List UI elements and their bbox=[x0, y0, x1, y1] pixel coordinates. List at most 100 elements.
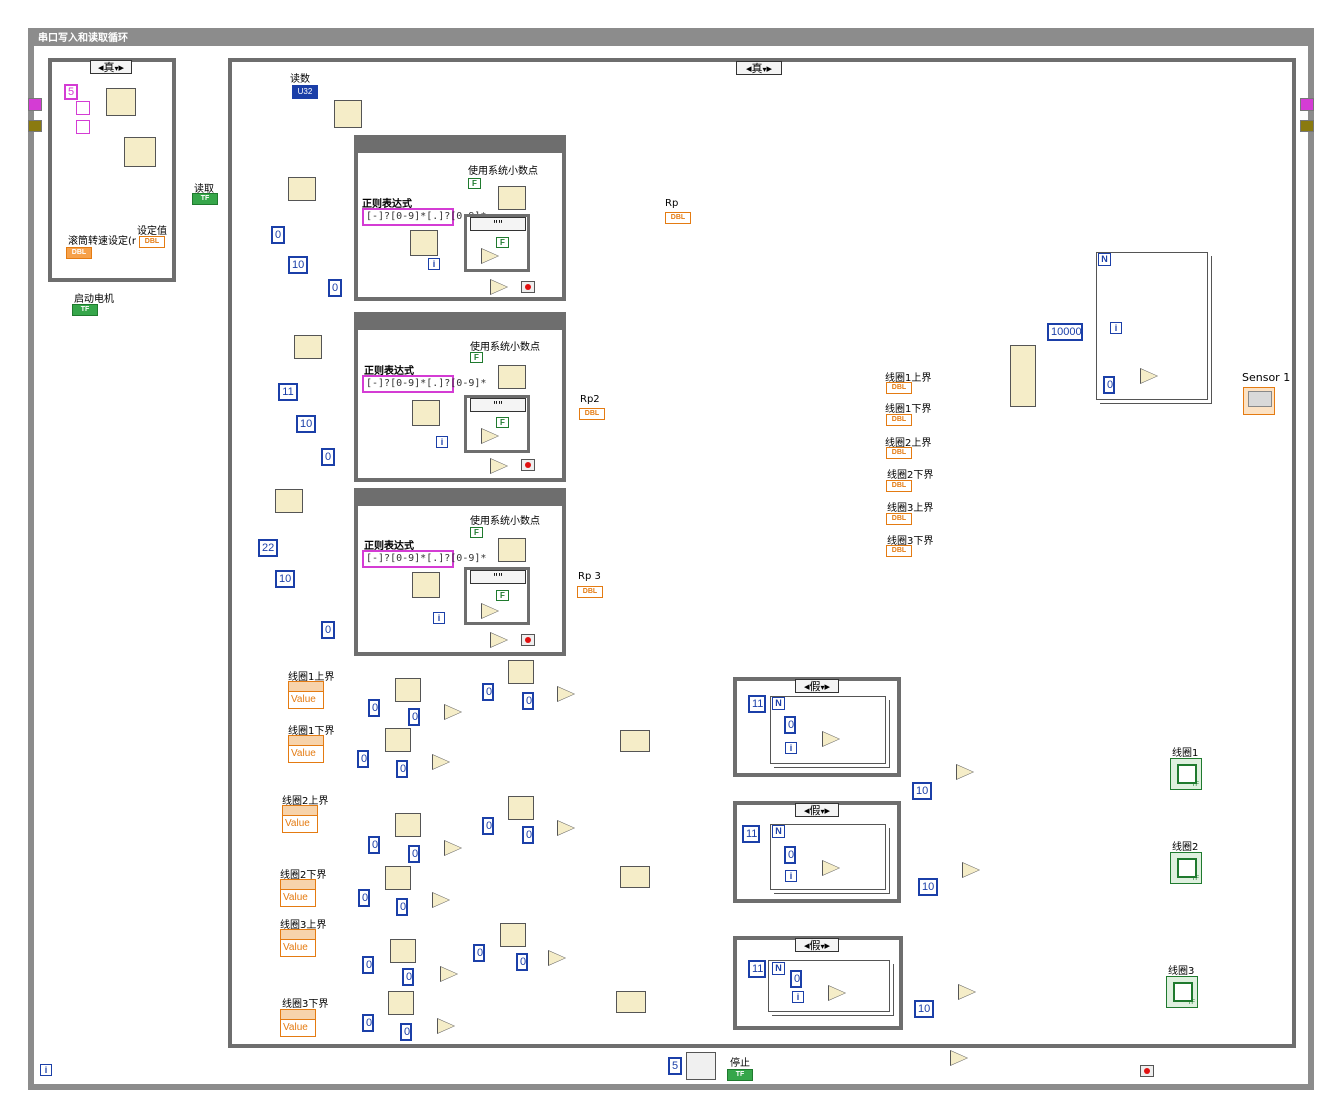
coil1-zero[interactable]: 0 bbox=[784, 716, 796, 734]
coil3-case-selector[interactable]: ◂假▾▸ bbox=[795, 938, 839, 952]
wait-const[interactable]: 5 bbox=[668, 1057, 682, 1075]
compare-node-1 bbox=[490, 279, 508, 295]
regex-pattern-2[interactable]: [-]?[0-9]*[.]?[0-9]* bbox=[362, 375, 486, 393]
inner-case-selector-2[interactable]: "" bbox=[470, 398, 526, 412]
pink-const-1 bbox=[76, 101, 90, 115]
idx-const-f[interactable]: 0 bbox=[522, 692, 534, 710]
length-2[interactable]: 10 bbox=[296, 415, 316, 433]
stop-terminal-3 bbox=[521, 634, 535, 646]
decimal-const-2[interactable]: F bbox=[470, 352, 483, 363]
inner-case-selector-3[interactable]: "" bbox=[470, 570, 526, 584]
start-index-2[interactable]: 11 bbox=[278, 383, 298, 401]
coil1-case-selector[interactable]: ◂假▾▸ bbox=[795, 679, 839, 693]
inner-case-selector-1[interactable]: "" bbox=[470, 217, 526, 231]
read-toggle[interactable]: TF bbox=[192, 193, 218, 205]
inner-f-const-2[interactable]: F bbox=[496, 417, 509, 428]
coil1-cmp-const[interactable]: 10 bbox=[912, 782, 932, 800]
coil2-case-selector[interactable]: ◂假▾▸ bbox=[795, 803, 839, 817]
decimal-const-1[interactable]: F bbox=[468, 178, 481, 189]
idx-const-e[interactable]: 0 bbox=[482, 683, 494, 701]
start-index-3[interactable]: 22 bbox=[258, 539, 278, 557]
or-node bbox=[950, 1050, 968, 1066]
coil2-zero[interactable]: 0 bbox=[784, 846, 796, 864]
coil2-cmp-const[interactable]: 10 bbox=[918, 878, 938, 896]
value-c2-lower[interactable]: Value bbox=[280, 879, 316, 907]
setpoint-indicator: DBL bbox=[139, 236, 165, 248]
coil2-n-const[interactable]: 11 bbox=[742, 825, 760, 843]
regex-while-loop-3[interactable] bbox=[354, 488, 566, 656]
value-c3-upper[interactable]: Value bbox=[280, 929, 316, 957]
coil2-label: 线圈2 bbox=[1172, 842, 1199, 853]
init-const-3[interactable]: 0 bbox=[321, 621, 335, 639]
bound-c1-upper: DBL bbox=[886, 382, 912, 394]
sensor-loop-count: N bbox=[1098, 253, 1111, 266]
idx-const-a[interactable]: 0 bbox=[368, 699, 380, 717]
idx-const-j[interactable]: 0 bbox=[396, 898, 408, 916]
idx-const-i[interactable]: 0 bbox=[358, 889, 370, 907]
idx-const-h[interactable]: 0 bbox=[408, 845, 420, 863]
idx-const-q[interactable]: 0 bbox=[473, 944, 485, 962]
speed-setting-control[interactable]: DBL bbox=[66, 247, 92, 259]
regex-pattern-3[interactable]: [-]?[0-9]*[.]?[0-9]* bbox=[362, 550, 486, 568]
visa-write-node bbox=[124, 137, 156, 167]
init-const-1[interactable]: 0 bbox=[328, 279, 342, 297]
idx-const-g[interactable]: 0 bbox=[368, 836, 380, 854]
start-index-1[interactable]: 0 bbox=[271, 226, 285, 244]
loop-count-const[interactable]: 10000 bbox=[1047, 323, 1083, 341]
regex-i-3: i bbox=[433, 612, 445, 624]
value-c2-upper[interactable]: Value bbox=[282, 805, 318, 833]
u32-control[interactable]: U32 bbox=[292, 85, 318, 99]
length-1[interactable]: 10 bbox=[288, 256, 308, 274]
setpoint-label: 设定值 bbox=[137, 226, 167, 237]
inner-f-const-3[interactable]: F bbox=[496, 590, 509, 601]
match-pattern-3 bbox=[412, 572, 440, 598]
idx-const-k[interactable]: 0 bbox=[482, 817, 494, 835]
add-rp3 bbox=[548, 950, 566, 966]
value-c1-lower[interactable]: Value bbox=[288, 735, 324, 763]
enum-constant[interactable]: 5 bbox=[64, 84, 78, 100]
init-const-2[interactable]: 0 bbox=[321, 448, 335, 466]
read-count-label: 读数 bbox=[290, 74, 310, 85]
coil1-n-const[interactable]: 11 bbox=[748, 695, 766, 713]
sensor-zero-const[interactable]: 0 bbox=[1103, 376, 1115, 394]
in-range-c2 bbox=[620, 866, 650, 888]
length-3[interactable]: 10 bbox=[275, 570, 295, 588]
split-node-3 bbox=[275, 489, 303, 513]
bound-c1-lower: DBL bbox=[886, 414, 912, 426]
coil1-n-term: N bbox=[772, 697, 785, 710]
idx-const-b[interactable]: 0 bbox=[408, 708, 420, 726]
read-label: 读取 bbox=[194, 184, 214, 195]
value-c1-upper[interactable]: Value bbox=[288, 681, 324, 709]
idx-const-o[interactable]: 0 bbox=[362, 1014, 374, 1032]
value-label-c2-upper: 线圈2上界 bbox=[282, 796, 329, 807]
match-pattern-1 bbox=[410, 230, 438, 256]
sensor-chart-indicator bbox=[1243, 387, 1275, 415]
value-label-c1-lower: 线圈1下界 bbox=[288, 726, 335, 737]
stop-terminal-1 bbox=[521, 281, 535, 293]
inner-f-const-1[interactable]: F bbox=[496, 237, 509, 248]
bound-label-c3-lower: 线圈3下界 bbox=[887, 536, 934, 547]
value-c3-lower[interactable]: Value bbox=[280, 1009, 316, 1037]
regex-pattern-1[interactable]: [-]?[0-9]*[.]?[0-9]* bbox=[362, 208, 486, 226]
regex-while-loop-2[interactable] bbox=[354, 312, 566, 482]
main-case-selector[interactable]: ◂真▾▸ bbox=[736, 61, 782, 75]
decimal-const-3[interactable]: F bbox=[470, 527, 483, 538]
idx-const-d[interactable]: 0 bbox=[396, 760, 408, 778]
stop-button[interactable]: TF bbox=[727, 1069, 753, 1081]
start-motor-button[interactable]: TF bbox=[72, 304, 98, 316]
idx-const-r[interactable]: 0 bbox=[516, 953, 528, 971]
idx-const-l[interactable]: 0 bbox=[522, 826, 534, 844]
bound-label-c2-upper: 线圈2上界 bbox=[885, 438, 932, 449]
idx-const-p[interactable]: 0 bbox=[400, 1023, 412, 1041]
bound-label-c1-upper: 线圈1上界 bbox=[885, 373, 932, 384]
idx-const-m[interactable]: 0 bbox=[362, 956, 374, 974]
coil3-zero[interactable]: 0 bbox=[790, 970, 802, 988]
decimal-label-3: 使用系统小数点 bbox=[470, 516, 540, 527]
coil3-cmp-const[interactable]: 10 bbox=[914, 1000, 934, 1018]
idx-const-n[interactable]: 0 bbox=[402, 968, 414, 986]
coil3-n-const[interactable]: 11 bbox=[748, 960, 766, 978]
loop-iteration-terminal: i bbox=[40, 1064, 52, 1076]
setup-case-selector[interactable]: ◂真▾▸ bbox=[90, 60, 132, 74]
idx-const-c[interactable]: 0 bbox=[357, 750, 369, 768]
coil3-compare bbox=[958, 984, 976, 1000]
